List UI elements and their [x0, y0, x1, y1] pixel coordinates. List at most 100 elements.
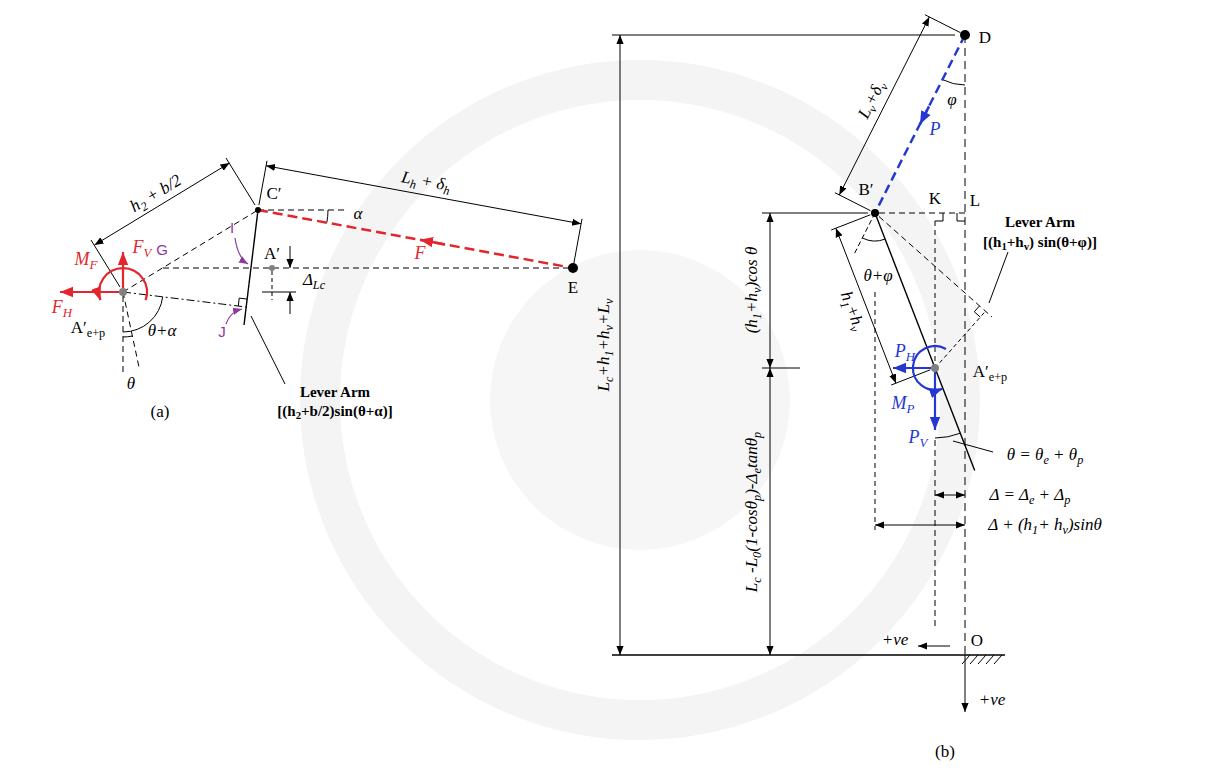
text-run: [(h [983, 234, 1001, 250]
text-run: v [602, 299, 616, 304]
text-run: [(h [277, 403, 295, 419]
text-run: + θ [1049, 445, 1077, 464]
dimension-line [95, 163, 230, 245]
force-label: FH [52, 298, 72, 318]
force-arrow [99, 268, 147, 300]
force-arrow [934, 372, 936, 430]
text-run: Lever Arm [1005, 214, 1075, 230]
text-run: v [1062, 523, 1067, 537]
text-run: Δ = Δ [990, 485, 1029, 504]
construction-line [855, 35, 992, 655]
text-run: +L [594, 304, 613, 325]
point-dot [931, 364, 939, 372]
text-run: F [52, 297, 63, 317]
text-run: v [1024, 240, 1029, 252]
point-dot [960, 30, 970, 40]
point-label: G [156, 242, 168, 259]
ground-line [918, 646, 950, 647]
text-run: Δ [303, 270, 313, 289]
watermark-shape [320, 80, 960, 720]
point-label: J [218, 324, 226, 341]
text-run: +b/2)sin(θ+α)] [301, 403, 393, 419]
dimension-line [839, 17, 929, 195]
text-run: A′ [973, 362, 989, 381]
dimension-line [612, 15, 1008, 655]
column-line [244, 210, 258, 325]
text-run: P [909, 427, 920, 447]
text-run: O [971, 631, 983, 650]
text-run: H [906, 349, 915, 364]
dimension-label: Lv+δv [855, 78, 890, 122]
force-arrow [60, 210, 573, 300]
construction-line [875, 292, 876, 530]
text-run: h [442, 183, 451, 198]
text-run: p [1064, 493, 1070, 507]
text-run: e+p [989, 370, 1007, 384]
text-run: Δ + (h [988, 515, 1032, 534]
callout-formula: [(h1+hv) sin(θ+φ)] [983, 234, 1097, 251]
dimension-label: Δ = Δe + Δp [990, 486, 1071, 505]
text-run: + h [1038, 515, 1062, 534]
watermark-shape [320, 80, 960, 720]
construction-line [943, 80, 966, 85]
text-run: p [1077, 453, 1083, 467]
construction-line [935, 311, 986, 368]
pointer-arrow [235, 238, 248, 264]
point-dot [568, 263, 578, 273]
panel-label: (b) [935, 743, 955, 762]
force-label: PV [909, 428, 928, 448]
text-run: E [568, 278, 578, 297]
text-run: + δ [415, 170, 446, 194]
force-arrow [122, 252, 124, 288]
text-run: F [133, 237, 144, 257]
text-run: 1 [1032, 523, 1038, 537]
callout-title: Lever Arm [1005, 214, 1075, 231]
construction-line [935, 213, 943, 221]
direction-label: +ve [979, 691, 1006, 710]
text-run: )-Δ [742, 473, 761, 494]
point-dot [871, 30, 970, 372]
text-run: M [892, 393, 907, 413]
construction-line [935, 433, 960, 438]
dimension-line [935, 495, 965, 496]
text-run: F [415, 243, 426, 263]
text-run: θ [127, 374, 135, 393]
text-run: C′ [266, 184, 281, 203]
point-label: L [970, 192, 980, 211]
text-run: A′ [71, 318, 87, 337]
callout-title: Lever Arm [300, 384, 370, 401]
moment-label: MF [75, 250, 98, 270]
column-line [244, 210, 258, 325]
dimension-line [831, 215, 870, 230]
force-label: FV [133, 238, 152, 258]
text-run: 2 [296, 409, 301, 421]
dimension-label: Lc+h1+hv+Lv [595, 299, 614, 392]
text-run: -L [742, 558, 761, 577]
direction-label: +ve [882, 631, 909, 650]
construction-line [163, 268, 573, 269]
angle-label: θ+α [148, 322, 177, 341]
dimension-line [259, 161, 267, 205]
point-label: O [971, 632, 983, 651]
text-run: L [594, 382, 613, 391]
angle-label: θ [127, 375, 135, 394]
construction-line [965, 35, 966, 655]
panel-label: (a) [151, 403, 170, 422]
text-run: v [602, 325, 616, 330]
pointer-arrow [226, 238, 248, 324]
text-run: +ve [979, 690, 1006, 709]
text-run: D [979, 28, 991, 47]
construction-line [935, 221, 936, 364]
text-run: 1 [750, 313, 764, 319]
angle-label: θ = θe + θp [1007, 446, 1084, 465]
text-run: e+p [87, 326, 105, 340]
text-run: 1 [602, 350, 616, 356]
construction-line [935, 440, 936, 630]
text-run: F [90, 257, 98, 272]
point-dot [119, 288, 127, 296]
dimension-line [953, 441, 993, 452]
dimension-line [290, 292, 291, 314]
point-label: A′e+p [973, 363, 1007, 382]
point-label: B′ [858, 181, 873, 200]
